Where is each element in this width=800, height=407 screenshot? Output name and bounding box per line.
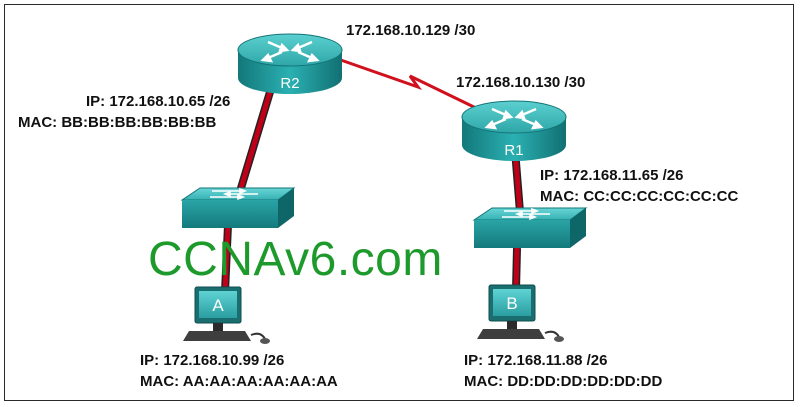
host-a-mac-label: MAC: AA:AA:AA:AA:AA:AA xyxy=(140,373,338,390)
host-b-pc[interactable]: B xyxy=(477,284,564,342)
host-a-ip-label: IP: 172.168.10.99 /26 xyxy=(140,352,285,369)
switch-arrows-icon xyxy=(210,187,258,201)
mouse-icon xyxy=(260,338,270,344)
serial-link-r2-address: 172.168.10.129 /30 xyxy=(346,22,476,39)
switch-arrows-icon xyxy=(502,207,550,221)
r2-ip-label: IP: 172.168.10.65 /26 xyxy=(86,93,231,110)
router-r1-name: R1 xyxy=(504,142,523,159)
switch-right[interactable] xyxy=(472,207,588,248)
router-arrows-icon xyxy=(484,107,544,130)
r1-mac-label: MAC: CC:CC:CC:CC:CC:CC xyxy=(540,188,739,205)
switch-left[interactable] xyxy=(180,187,296,228)
host-b-name: B xyxy=(506,294,517,313)
serial-link-r1-address: 172.168.10.130 /30 xyxy=(456,74,586,91)
host-b-ip-label: IP: 172.168.11.88 /26 xyxy=(464,352,608,369)
ethernet-link-r2-switch xyxy=(234,90,274,200)
router-r1[interactable]: R1 xyxy=(461,100,567,161)
watermark-text: CCNAv6.com xyxy=(148,233,443,286)
host-a-pc[interactable]: A xyxy=(183,286,270,344)
mouse-icon xyxy=(554,336,564,342)
router-arrows-icon xyxy=(260,40,320,63)
r2-mac-label: MAC: BB:BB:BB:BB:BB:BB xyxy=(18,114,217,131)
ethernet-link-switch-host-a xyxy=(221,224,232,293)
diagram-frame xyxy=(4,4,794,401)
host-b-mac-label: MAC: DD:DD:DD:DD:DD:DD xyxy=(464,373,663,390)
host-a-name: A xyxy=(212,296,224,315)
mouse-cable-icon xyxy=(250,332,266,340)
serial-link-r2-r1 xyxy=(334,56,477,110)
ethernet-link-switch-host-b xyxy=(512,247,521,291)
r1-ip-label: IP: 172.168.11.65 /26 xyxy=(540,167,684,184)
mouse-cable-icon xyxy=(544,330,560,338)
router-r2-name: R2 xyxy=(280,75,299,92)
router-r2[interactable]: R2 xyxy=(237,33,343,94)
